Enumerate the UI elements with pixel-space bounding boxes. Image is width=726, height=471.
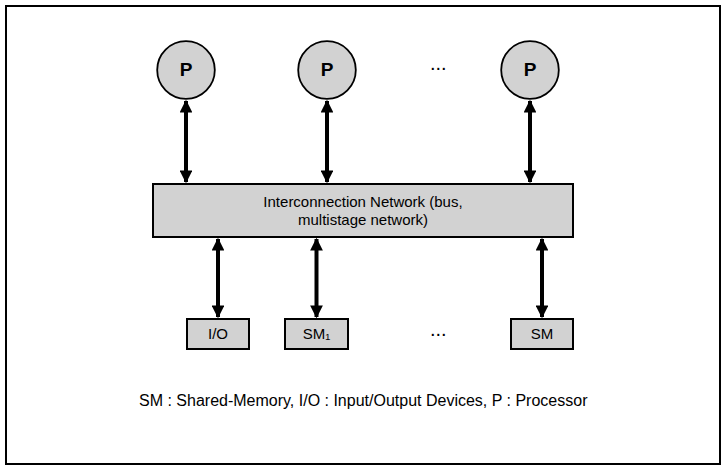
frame-border <box>6 6 720 464</box>
ellipsis: ... <box>430 52 447 75</box>
bidirectional-arrow <box>528 101 532 182</box>
text-group: SM₁ <box>303 325 331 342</box>
box-label: SM <box>531 325 554 342</box>
text-group: P <box>321 59 334 81</box>
ellipsis: ... <box>430 318 447 341</box>
bidirectional-arrow <box>184 101 188 182</box>
text-group: P <box>180 59 193 81</box>
processor-circle: P <box>297 40 357 100</box>
text-group: P <box>524 59 537 81</box>
processor-label: P <box>524 59 537 81</box>
bidirectional-arrow <box>216 239 220 317</box>
box-label: Interconnection Network (bus, multistage… <box>258 193 468 228</box>
text-group: Interconnection Network (bus, multistage… <box>258 193 468 228</box>
bidirectional-arrow <box>325 101 329 182</box>
memory-box: SM₁ <box>284 318 349 350</box>
bidirectional-arrow <box>540 239 544 317</box>
processor-circle: P <box>500 40 560 100</box>
network-box: Interconnection Network (bus, multistage… <box>152 183 574 238</box>
bidirectional-arrow <box>315 239 319 317</box>
box-label: SM₁ <box>303 325 331 342</box>
processor-circle: P <box>156 40 216 100</box>
box-label: I/O <box>208 325 228 342</box>
processor-label: P <box>180 59 193 81</box>
text-group: I/O <box>208 325 228 342</box>
processor-label: P <box>321 59 334 81</box>
memory-box: SM <box>510 318 574 350</box>
caption: SM : Shared-Memory, I/O : Input/Output D… <box>139 392 587 410</box>
text-group: SM <box>531 325 554 342</box>
io-box: I/O <box>186 318 250 350</box>
